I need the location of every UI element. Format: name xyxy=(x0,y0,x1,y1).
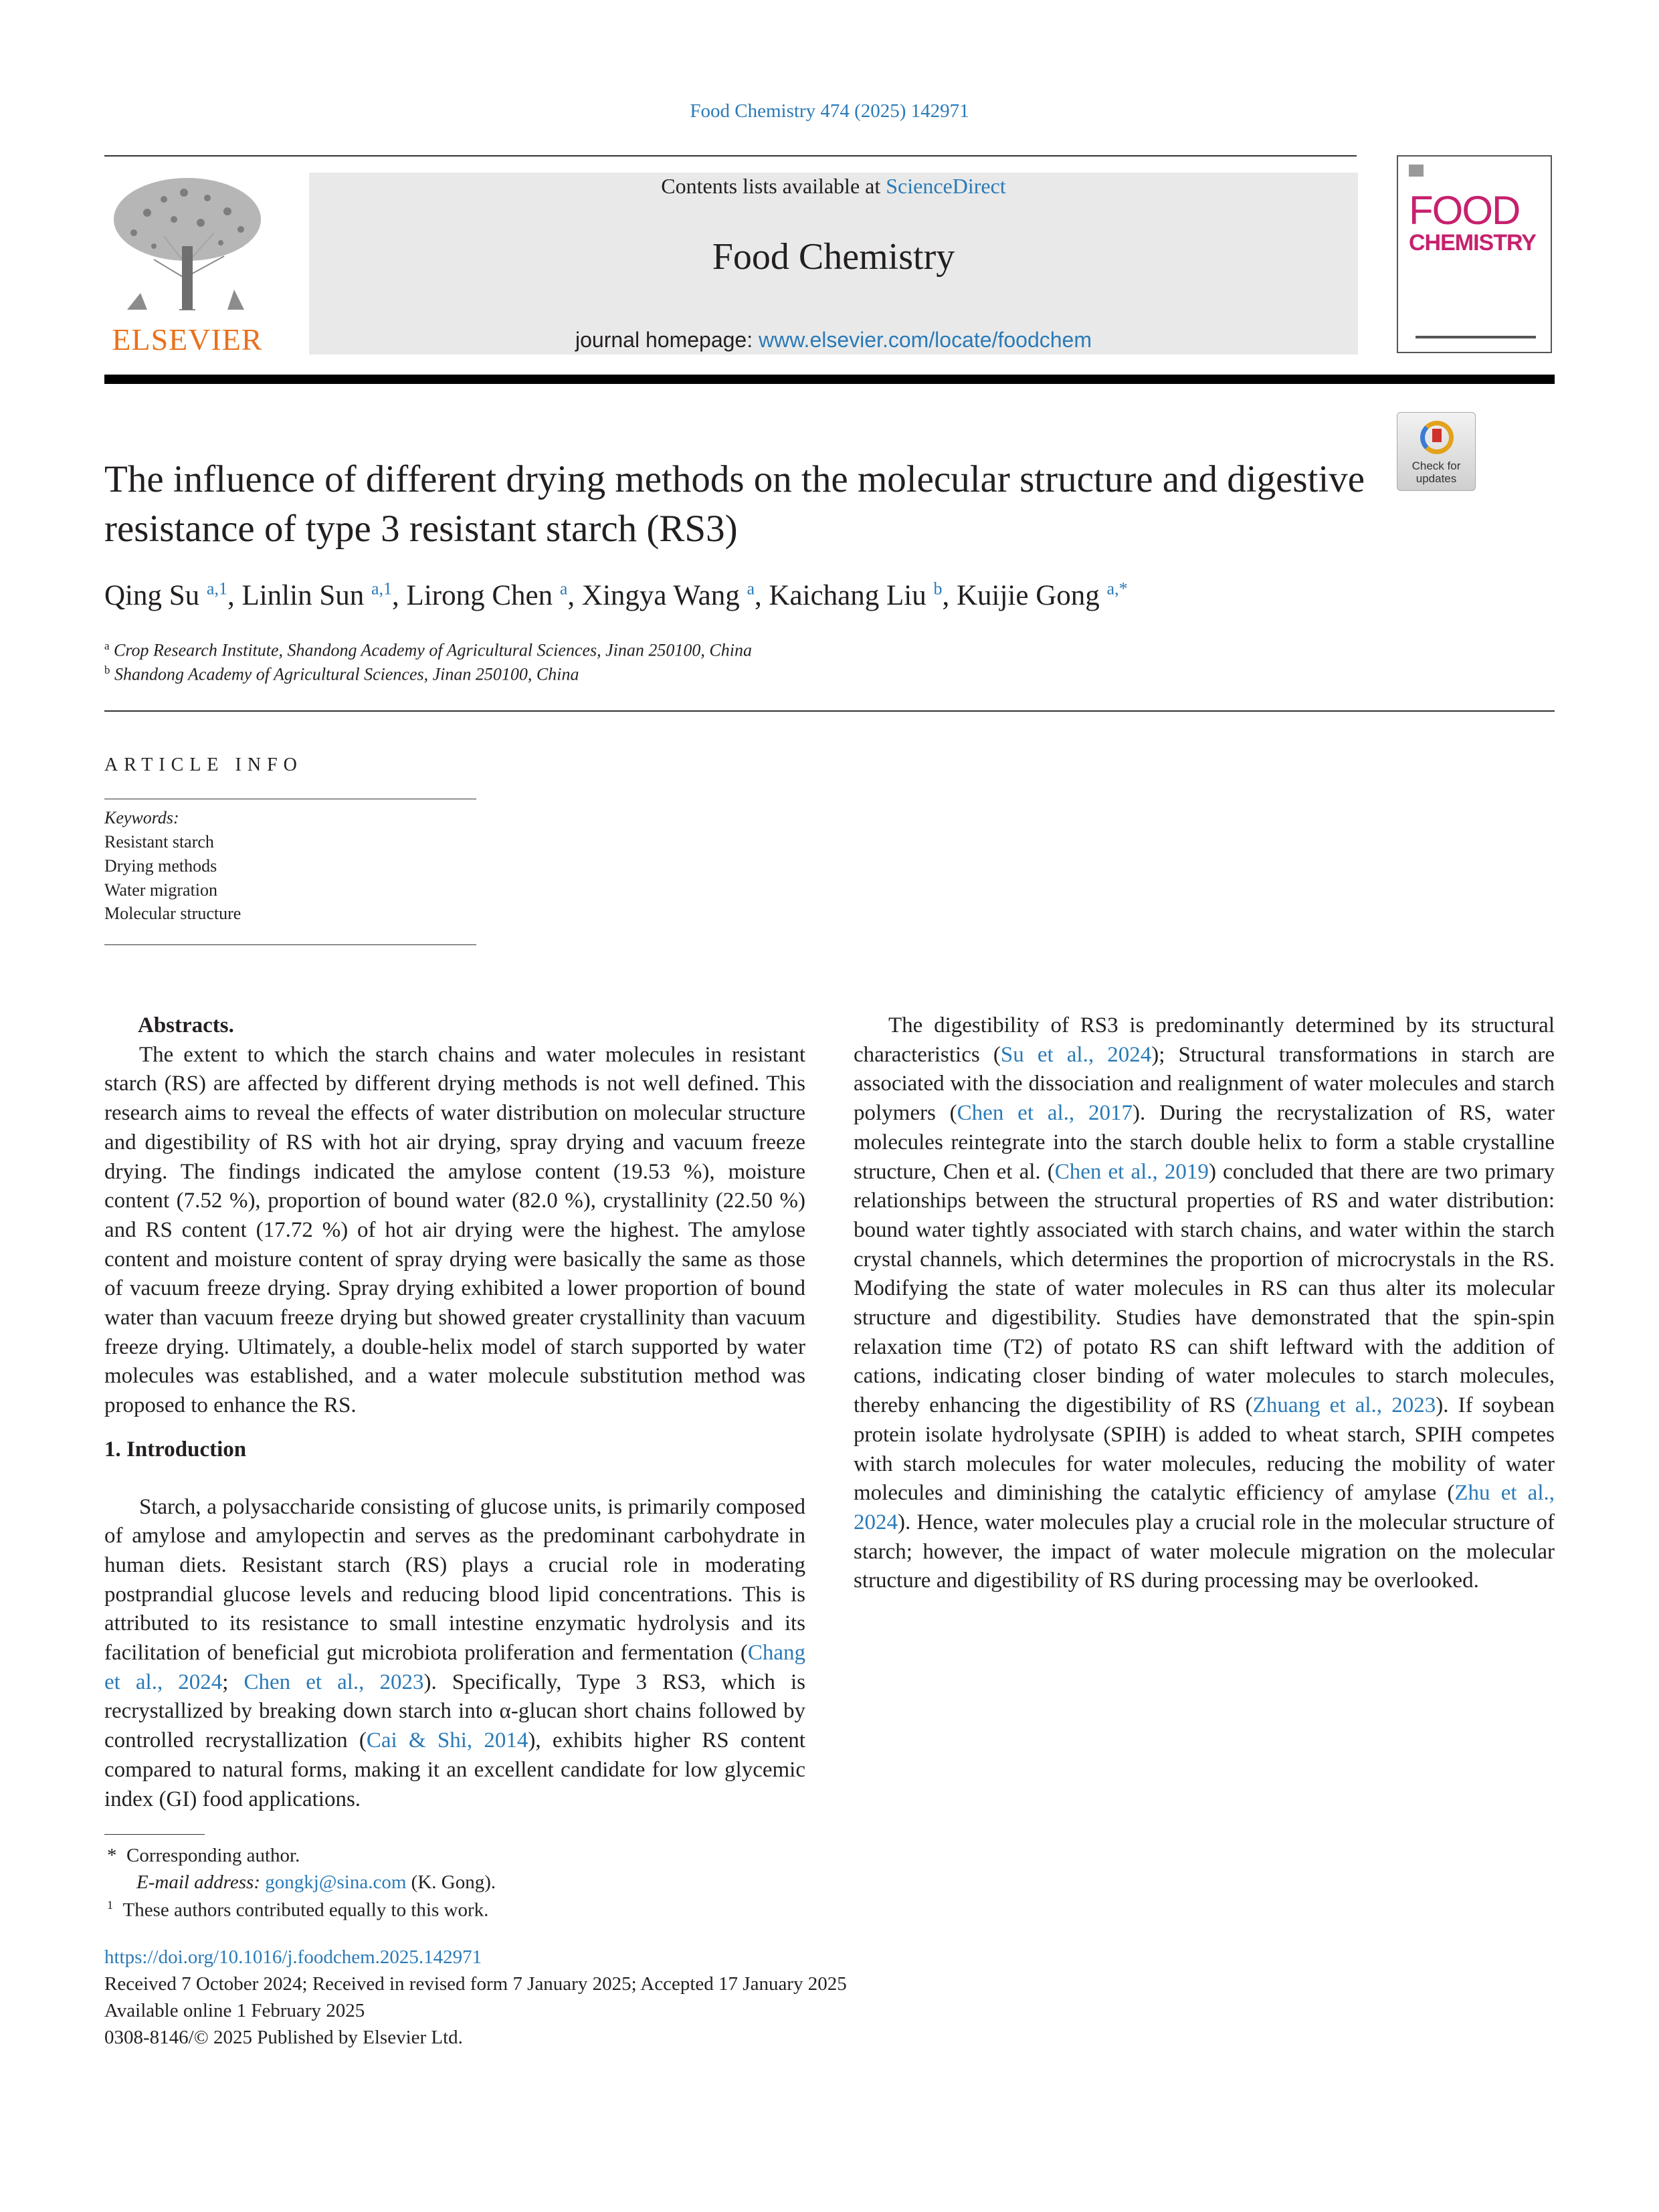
affiliation-rule xyxy=(104,710,1555,712)
author[interactable]: Xingya Wang a xyxy=(581,579,755,612)
check-updates-label: Check for updates xyxy=(1411,460,1461,485)
affiliation: b Shandong Academy of Agricultural Scien… xyxy=(104,664,579,684)
keywords-label: Keywords: xyxy=(104,808,179,827)
journal-banner xyxy=(309,173,1358,355)
doi-link[interactable]: https://doi.org/10.1016/j.foodchem.2025.… xyxy=(104,1946,482,1968)
keyword: Resistant starch xyxy=(104,832,214,851)
citation-link[interactable]: Chang et al., 2024 xyxy=(104,1641,805,1694)
copyright: 0308-8146/© 2025 Published by Elsevier L… xyxy=(104,2027,463,2048)
sciencedirect-link[interactable]: ScienceDirect xyxy=(886,174,1006,198)
citation-link[interactable]: Su et al., 2024 xyxy=(1000,1042,1152,1067)
header-top-rule xyxy=(104,155,1357,157)
keyword: Molecular structure xyxy=(104,904,241,923)
citation-link[interactable]: Chen et al., 2023 xyxy=(243,1670,424,1694)
footnote-email: E-mail address: gongkj@sina.com (K. Gong… xyxy=(136,1872,496,1893)
cover-title-food: FOOD xyxy=(1409,188,1521,233)
journal-cover[interactable]: FOOD CHEMISTRY xyxy=(1397,155,1552,353)
author[interactable]: Kaichang Liu b xyxy=(769,579,943,612)
article-info-heading: ARTICLE INFO xyxy=(104,755,303,775)
intro-paragraph-2: The digestibility of RS3 is predominantl… xyxy=(854,1013,1555,1593)
email-link[interactable]: gongkj@sina.com xyxy=(265,1872,407,1893)
keyword: Drying methods xyxy=(104,856,217,876)
keyword: Water migration xyxy=(104,880,218,900)
cover-title-chemistry: CHEMISTRY xyxy=(1409,230,1537,256)
cover-logo-icon xyxy=(1409,165,1424,177)
author[interactable]: Kuijie Gong a,* xyxy=(956,579,1128,612)
citation-link[interactable]: Cai & Shi, 2014 xyxy=(366,1728,528,1753)
elsevier-logo[interactable]: ELSEVIER xyxy=(100,173,274,357)
citation-link[interactable]: Chen et al., 2019 xyxy=(1054,1159,1209,1184)
keywords-rule xyxy=(104,944,476,945)
footnote-equal-contribution: 1 These authors contributed equally to t… xyxy=(107,1898,489,1921)
contents-prefix: Contents lists available at xyxy=(661,174,886,198)
header-bottom-rule xyxy=(104,375,1555,384)
author[interactable]: Lirong Chen a xyxy=(406,579,568,612)
article-title: The influence of different drying method… xyxy=(104,458,1365,550)
citation-link[interactable]: Zhu et al., 2024 xyxy=(854,1481,1555,1534)
homepage-prefix: journal homepage: xyxy=(575,328,759,352)
journal-name: Food Chemistry xyxy=(712,236,955,278)
cover-bar xyxy=(1416,336,1536,338)
author[interactable]: Linlin Sun a,1 xyxy=(241,579,393,612)
available-online: Available online 1 February 2025 xyxy=(104,2000,365,2021)
author[interactable]: Qing Su a,1 xyxy=(104,579,227,612)
journal-reference[interactable]: Food Chemistry 474 (2025) 142971 xyxy=(690,100,969,122)
homepage-line: journal homepage: www.elsevier.com/locat… xyxy=(309,328,1358,353)
check-updates-icon xyxy=(1420,421,1454,454)
abstract-text: The extent to which the starch chains an… xyxy=(104,1042,805,1418)
abstract-heading: Abstracts. xyxy=(138,1013,234,1037)
footnote-corresponding: * Corresponding author. xyxy=(107,1845,300,1866)
right-column: The digestibility of RS3 is predominantl… xyxy=(854,1011,1555,1596)
section-heading-introduction: 1. Introduction xyxy=(104,1437,247,1462)
bookmark-icon xyxy=(1432,429,1442,442)
citation-link[interactable]: Chen et al., 2017 xyxy=(957,1101,1133,1126)
left-column: Abstracts. The extent to which the starc… xyxy=(104,1011,805,1814)
author-list: Qing Su a,1, Linlin Sun a,1, Lirong Chen… xyxy=(104,579,1128,612)
footnote-rule xyxy=(104,1834,205,1835)
homepage-link[interactable]: www.elsevier.com/locate/foodchem xyxy=(758,328,1092,352)
elsevier-tree-icon xyxy=(114,178,261,310)
contents-line: Contents lists available at ScienceDirec… xyxy=(309,174,1358,199)
intro-paragraph-1: Starch, a polysaccharide consisting of g… xyxy=(104,1494,805,1811)
affiliation: a Crop Research Institute, Shandong Acad… xyxy=(104,639,752,660)
check-for-updates-button[interactable]: Check for updates xyxy=(1397,412,1476,491)
elsevier-wordmark: ELSEVIER xyxy=(112,322,263,357)
citation-link[interactable]: Zhuang et al., 2023 xyxy=(1252,1393,1436,1418)
received-dates: Received 7 October 2024; Received in rev… xyxy=(104,1973,847,1995)
